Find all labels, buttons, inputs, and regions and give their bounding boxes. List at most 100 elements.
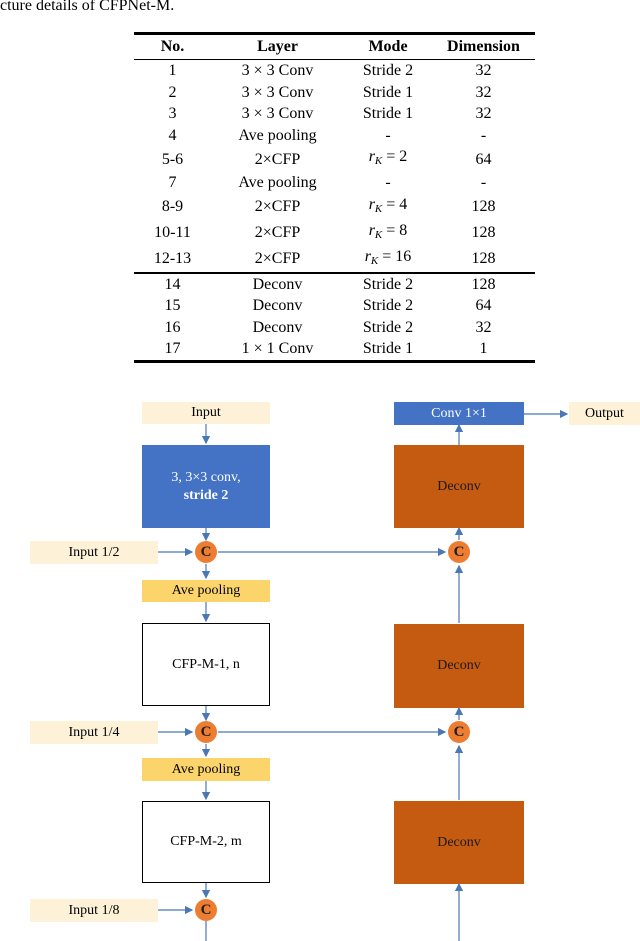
input-eighth-label: Input 1/8 [68,902,120,918]
header-dimension: Dimension [432,33,535,60]
cell-layer: 3 × 3 Conv [241,105,314,123]
input-label: Input [191,405,221,420]
input-half-label: Input 1/2 [68,544,120,560]
concat-node-2: C [195,721,217,743]
table-row: 15 Deconv Stride 2 64 [134,295,535,317]
cfp-m-1-box: CFP-M-1, n [142,623,270,706]
ave-pooling-label-1: Ave pooling [171,583,241,598]
cell-no: 14 [164,275,181,293]
cell-mode: Stride 2 [362,275,414,293]
concat-label: C [200,901,212,918]
cell-layer: Ave pooling [238,174,317,192]
mode-subscript: K [374,202,383,215]
concat-label: C [453,723,465,740]
cell-mode: - [385,174,391,192]
cell-layer: 2×CFP [254,150,301,168]
concat-node-5: C [448,721,470,743]
cfp-m-2-label: CFP-M-2, m [170,834,242,849]
concat-label: C [453,543,465,560]
cell-mode: Stride 1 [362,105,414,123]
cell-dimension: 32 [475,318,492,336]
cell-layer: Deconv [252,297,303,315]
input-quarter-label: Input 1/4 [68,724,120,740]
cell-no: 4 [168,126,177,144]
cfp-m-1-label: CFP-M-1, n [172,656,240,672]
conv-label-line2: stride 2 [183,487,229,503]
table-row: 2 3 × 3 Conv Stride 1 32 [134,82,535,104]
cell-layer: 3 × 3 Conv [241,62,314,80]
cell-mode: rK= 4 [344,194,432,220]
cell-mode: Stride 2 [362,62,414,80]
mode-symbol: r [368,148,375,165]
cell-dimension: - [480,174,487,192]
mode-subscript: K [374,155,383,167]
ave-pooling-box-1: Ave pooling [142,580,270,602]
cell-no: 3 [168,105,177,123]
cell-dimension: 128 [471,275,496,293]
cfp-m-2-box: CFP-M-2, m [142,801,270,883]
cell-layer: 3 × 3 Conv [241,83,314,101]
output-box: Output [569,402,640,425]
diagram-arrows [158,409,569,941]
cell-mode: Stride 2 [362,297,414,315]
cell-no: 5-6 [161,150,184,168]
cell-dimension: 64 [475,297,492,315]
cell-dimension: 128 [471,198,496,215]
deconv-label-2: Deconv [437,658,481,673]
cell-mode: rK= 8 [344,220,432,246]
cell-mode: Stride 1 [362,83,414,101]
cell-dimension: 1 [432,338,535,363]
conv-1x1-label: Conv 1×1 [431,405,487,421]
header-no: No. [134,33,211,60]
cell-layer: 1 × 1 Conv [211,338,344,363]
deconv-label-1: Deconv [437,478,481,494]
mode-value: = 2 [386,148,408,165]
mode-subscript: K [370,254,379,267]
cell-no: 15 [164,297,181,315]
deconv-box-3: Deconv [394,801,524,884]
table-header-row: No. Layer Mode Dimension [134,33,535,60]
cell-dimension: 32 [475,105,492,123]
cell-layer: Ave pooling [238,126,317,144]
header-mode: Mode [344,33,432,60]
conv-1x1-box: Conv 1×1 [394,402,524,425]
cell-dimension: - [480,126,487,144]
cell-mode: rK= 2 [344,146,432,172]
mode-subscript: K [374,228,383,241]
figure-caption: cture details of CFPNet-M. [0,0,175,14]
table-row: 1 3 × 3 Conv Stride 2 32 [134,60,535,82]
cell-mode: - [385,126,391,144]
header-layer: Layer [211,33,344,60]
deconv-box-2: Deconv [394,624,524,708]
cell-no: 2 [168,83,177,101]
cell-dimension: 32 [475,83,492,101]
ave-pooling-label-2: Ave pooling [171,761,241,777]
cell-mode: Stride 2 [362,318,414,336]
input-half-box: Input 1/2 [30,541,158,564]
concat-node-1: C [195,541,217,563]
deconv-label-3: Deconv [437,834,481,850]
input-eighth-box: Input 1/8 [30,899,158,922]
cell-dimension: 128 [471,224,496,241]
cell-no: 1 [168,62,177,80]
cell-no: 7 [168,174,177,192]
cell-layer: Deconv [252,318,303,336]
table-row: 16 Deconv Stride 2 32 [134,317,535,339]
concat-node-4: C [448,541,470,563]
table-row: 3 3 × 3 Conv Stride 1 32 [134,103,535,125]
input-box: Input [142,402,270,424]
cell-dimension: 32 [475,62,492,80]
cell-layer: 2×CFP [211,245,344,274]
deconv-box-1: Deconv [394,445,524,528]
cell-no: 16 [164,318,181,336]
cell-dimension: 128 [432,245,535,274]
conv-box: 3, 3×3 conv, stride 2 [142,445,270,528]
mode-value: = 8 [386,221,408,239]
cell-mode: Stride 1 [344,338,432,363]
